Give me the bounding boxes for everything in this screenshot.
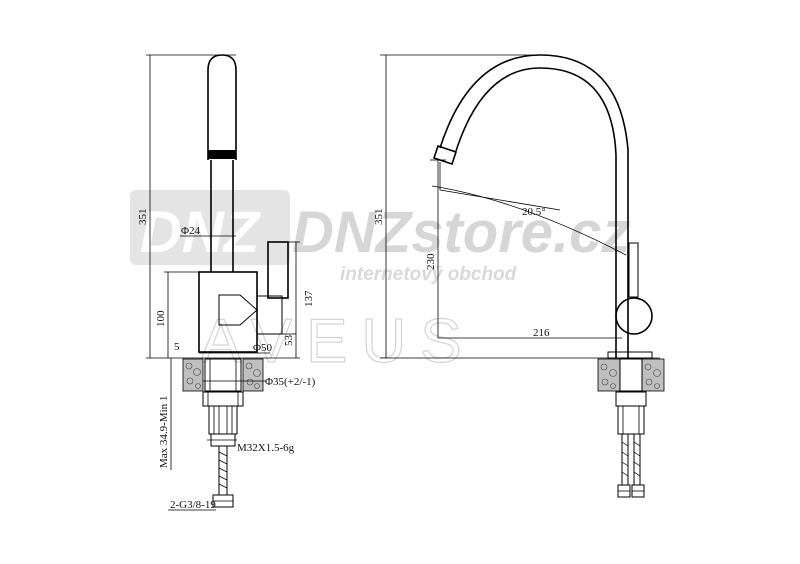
dim-hose-connection: 2-G3/8-19 <box>170 499 216 511</box>
countertop-left <box>182 358 204 392</box>
lever-handle <box>267 241 289 299</box>
faucet-body <box>198 271 258 353</box>
dim-base-gap: 5 <box>174 341 180 353</box>
watermark-logo: DNZ <box>140 200 262 265</box>
front-lever-handle <box>628 242 639 298</box>
dim-height-total: 351 <box>137 209 149 226</box>
watermark-logo-box <box>130 190 290 265</box>
dim-front-height-total: 351 <box>373 209 385 226</box>
dim-body-height: 137 <box>303 290 315 307</box>
dim-offset: 53 <box>283 335 295 347</box>
dim-base-diameter: Φ50 <box>253 342 273 354</box>
dim-lower-height: 100 <box>155 310 167 327</box>
aerator-icon <box>208 150 236 159</box>
watermark-tagline: internetový obchod <box>340 264 517 285</box>
aerator-head-icon <box>432 144 458 166</box>
mounting-nut <box>202 391 244 407</box>
front-handle-circle <box>615 297 653 335</box>
dim-hole-diameter: Φ35(+2/-1) <box>265 376 316 388</box>
watermark-store: DNZstore.cz <box>292 200 630 265</box>
dim-pipe-diameter: Φ24 <box>181 225 201 237</box>
dim-counter-thickness: Max 34.9-Min 1 <box>158 396 170 468</box>
front-supply-hoses <box>621 434 641 485</box>
mounting-shank <box>204 358 242 392</box>
dim-spout-height: 230 <box>425 253 437 270</box>
supply-hose <box>218 446 228 495</box>
dim-reach: 216 <box>533 327 550 339</box>
left-view: 351 Φ24 137 100 53 5 Φ50 Φ35(+2/-1) Max … <box>137 54 316 511</box>
countertop-right <box>242 358 264 392</box>
dim-thread: M32X1.5-6g <box>237 442 295 454</box>
right-view: 351 230 20.5° 216 <box>373 54 665 498</box>
countertop-front-left <box>597 358 621 392</box>
dim-swivel-angle: 20.5° <box>522 206 546 218</box>
gooseneck-spout <box>439 54 629 358</box>
spout-pipe <box>207 54 237 160</box>
countertop-front-right <box>641 358 665 392</box>
swivel-arc <box>431 185 627 256</box>
